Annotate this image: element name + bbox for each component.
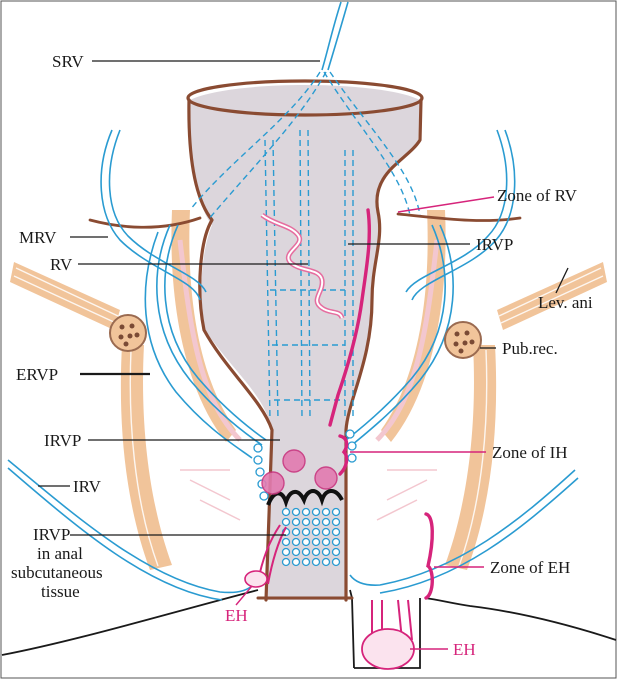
label-zone-ih: Zone of IH bbox=[492, 443, 568, 462]
label-irvp-sub-line1: IRVP bbox=[33, 525, 70, 544]
label-irvp-sub-line4: tissue bbox=[41, 582, 80, 601]
label-zone-eh: Zone of EH bbox=[490, 558, 570, 577]
internal-hemorrhoid-3 bbox=[315, 467, 337, 489]
label-irv: IRV bbox=[73, 477, 102, 496]
label-mrv: MRV bbox=[19, 228, 57, 247]
puborectalis-section-left bbox=[110, 315, 146, 351]
label-eh-left: EH bbox=[225, 606, 248, 625]
external-hemorrhoid-right bbox=[362, 629, 414, 669]
label-rv: RV bbox=[50, 255, 73, 274]
label-lev-ani: Lev. ani bbox=[538, 293, 593, 312]
label-irvp-sub-line2: in anal bbox=[37, 544, 83, 563]
label-irvp-right: IRVP bbox=[476, 235, 513, 254]
internal-hemorrhoid-2 bbox=[262, 472, 284, 494]
label-irvp-sub-line3: subcutaneous bbox=[11, 563, 103, 582]
label-eh-right: EH bbox=[453, 640, 476, 659]
internal-hemorrhoid-1 bbox=[283, 450, 305, 472]
label-ervp: ERVP bbox=[16, 365, 58, 384]
label-pub-rec: Pub.rec. bbox=[502, 339, 558, 358]
label-irvp-left: IRVP bbox=[44, 431, 81, 450]
label-srv: SRV bbox=[52, 52, 84, 71]
external-hemorrhoid-left bbox=[245, 571, 267, 587]
puborectalis-section-right bbox=[445, 322, 481, 358]
label-zone-rv: Zone of RV bbox=[497, 186, 578, 205]
